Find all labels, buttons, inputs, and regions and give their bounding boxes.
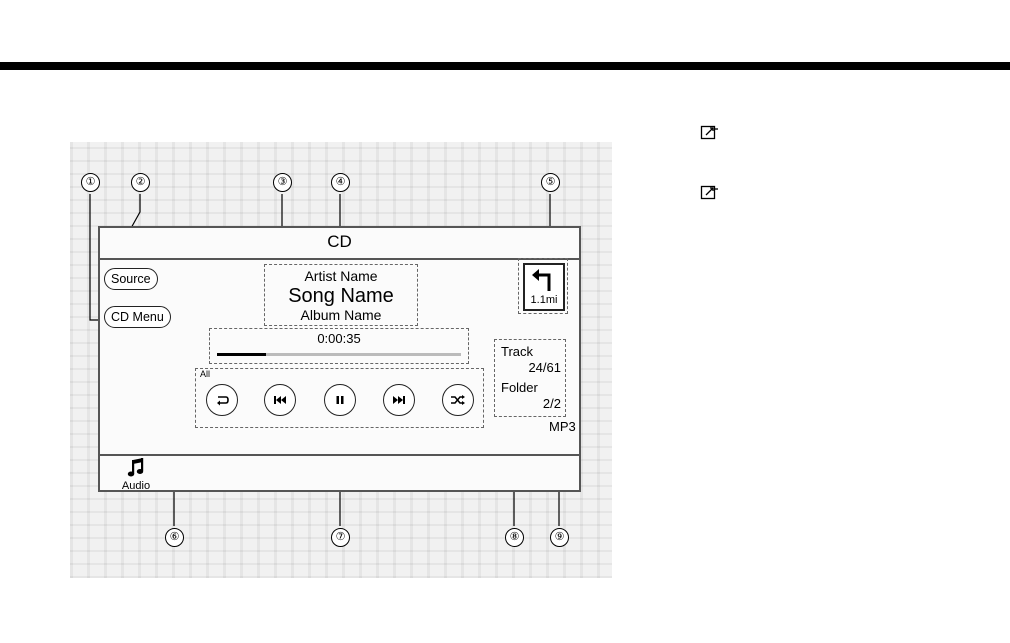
screen-title: CD <box>100 232 579 252</box>
music-note-icon <box>126 457 146 479</box>
navigation-panel[interactable]: 1.1mi <box>518 258 568 314</box>
track-label: Track <box>501 344 533 359</box>
artist-name: Artist Name <box>265 268 417 285</box>
reference-page-icon <box>700 125 720 141</box>
folder-value: 2/2 <box>543 396 561 411</box>
track-info-panel: Artist Name Song Name Album Name <box>264 264 418 326</box>
turn-indicator: 1.1mi <box>523 263 565 311</box>
progress-bar-fill <box>217 353 266 356</box>
playback-progress: 0:00:35 <box>209 328 469 364</box>
callout-6: ⑥ <box>165 528 184 547</box>
song-name: Song Name <box>265 285 417 307</box>
callout-4: ④ <box>331 173 350 192</box>
skip-forward-icon <box>392 395 406 405</box>
next-track-button[interactable] <box>383 384 415 416</box>
pause-button[interactable] <box>324 384 356 416</box>
repeat-button[interactable] <box>206 384 238 416</box>
source-button[interactable]: Source <box>104 268 158 290</box>
repeat-icon <box>214 394 230 406</box>
cd-display: CD Source CD Menu Artist Name Song Name … <box>98 226 581 492</box>
format-indicator: MP3 <box>549 419 576 434</box>
callout-8: ⑧ <box>505 528 524 547</box>
album-name: Album Name <box>265 307 417 324</box>
turn-left-arrow-icon <box>526 266 564 296</box>
shuffle-button[interactable] <box>442 384 474 416</box>
audio-tab[interactable]: Audio <box>114 458 158 492</box>
cd-menu-button[interactable]: CD Menu <box>104 306 171 328</box>
shuffle-icon <box>450 394 466 406</box>
pause-icon <box>335 395 345 405</box>
callout-5: ⑤ <box>541 173 560 192</box>
skip-back-icon <box>273 395 287 405</box>
turn-distance: 1.1mi <box>525 294 563 306</box>
callout-3: ③ <box>273 173 292 192</box>
callout-1: ① <box>81 173 100 192</box>
audio-tab-label: Audio <box>114 480 158 492</box>
playback-controls: All <box>195 368 484 428</box>
elapsed-time: 0:00:35 <box>210 331 468 346</box>
repeat-mode: All <box>200 369 210 379</box>
cd-screen-illustration: CD Source CD Menu Artist Name Song Name … <box>70 142 612 578</box>
callout-2: ② <box>131 173 150 192</box>
reference-page-icon <box>700 185 720 201</box>
bottom-divider <box>100 454 579 456</box>
header-rule <box>0 62 1010 70</box>
callout-7: ⑦ <box>331 528 350 547</box>
progress-bar[interactable] <box>217 353 461 356</box>
previous-track-button[interactable] <box>264 384 296 416</box>
track-folder-panel: Track 24/61 Folder 2/2 <box>494 339 566 417</box>
track-value: 24/61 <box>528 360 561 375</box>
folder-label: Folder <box>501 380 538 395</box>
callout-9: ⑨ <box>550 528 569 547</box>
title-divider <box>100 258 579 260</box>
